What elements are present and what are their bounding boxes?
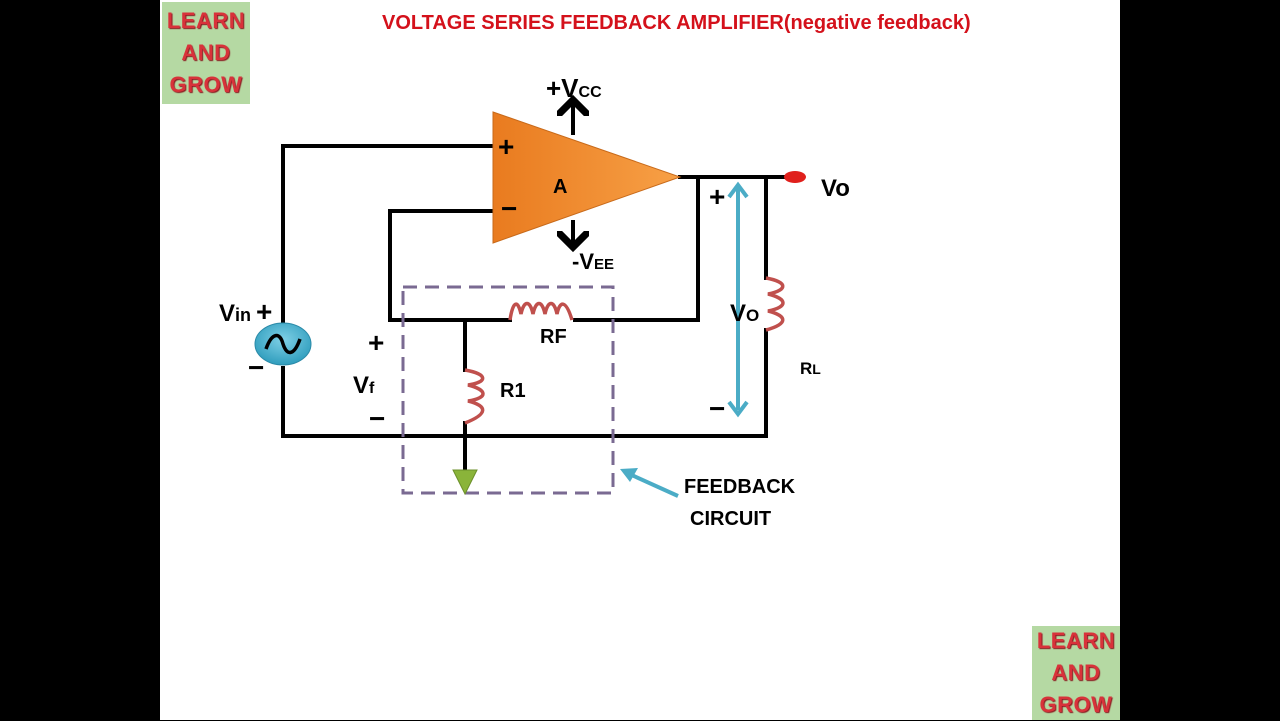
r1-resistor [464,368,485,425]
svg-text:+VCC: +VCC [546,73,602,103]
learn-and-grow-logo-top: LEARN AND GROW [162,2,250,104]
vf-subscript: f [369,380,375,397]
vo-subscript: O [746,306,759,325]
vee-subscript: EE [594,256,614,273]
wire-noninverting-input [281,144,495,327]
ground-icon [452,469,478,496]
logo-word: AND [1051,660,1101,685]
diagram-title: VOLTAGE SERIES FEEDBACK AMPLIFIER(negati… [382,12,971,34]
svg-text:-VEE: -VEE [572,249,614,274]
logo-word: LEARN [1036,628,1116,653]
svg-text:RL: RL [800,359,821,378]
feedback-label-line1: FEEDBACK [684,476,796,498]
rl-resistor [765,276,785,332]
slide-background [160,0,1120,720]
vin-plus-sign: + [256,296,272,327]
wire-inverting-input [388,209,512,322]
svg-text:VO: VO [730,300,759,327]
vcc-subscript: CC [579,84,603,101]
vcc-label: +V [546,73,579,103]
svg-text:Vin: Vin [219,300,251,327]
vo-measurement-arrow [727,181,749,418]
learn-and-grow-logo-bottom: LEARN AND GROW [1032,626,1120,720]
feedback-circuit-box [401,285,615,495]
vee-label: -V [572,249,594,274]
vo-label: V [730,300,746,327]
rl-subscript: L [812,361,821,377]
vin-label: V [219,300,235,327]
inverting-minus-sign: − [501,193,517,224]
wire-rf-right [573,175,700,322]
logo-word: AND [181,40,231,65]
vf-plus-sign: + [368,327,384,358]
op-amp-gain-label: A [553,176,567,198]
feedback-label-line2: CIRCUIT [690,508,771,530]
vo-output-label: Vo [821,175,850,202]
logo-word: GROW [1039,692,1113,717]
feedback-pointer-arrowhead [620,468,638,482]
vf-minus-sign: − [369,403,385,434]
feedback-pointer-arrow [624,470,679,498]
op-amp-triangle [492,111,682,244]
vo-minus-sign: − [709,393,725,424]
logo-word: GROW [169,72,243,97]
svg-text:Vf: Vf [353,372,375,399]
logo-word: LEARN [166,8,246,33]
rl-label: R [800,359,812,378]
noninverting-plus-sign: + [498,131,514,162]
vin-subscript: in [235,305,251,325]
output-terminal [784,171,806,183]
vo-plus-sign: + [709,181,725,212]
wires [281,144,787,472]
vin-minus-sign: − [248,352,264,383]
sine-wave-icon [264,333,302,355]
rf-resistor [508,301,574,321]
rf-label: RF [540,326,567,348]
vf-label: V [353,372,369,399]
wire-source-to-ground [281,366,768,438]
r1-label: R1 [500,380,526,402]
